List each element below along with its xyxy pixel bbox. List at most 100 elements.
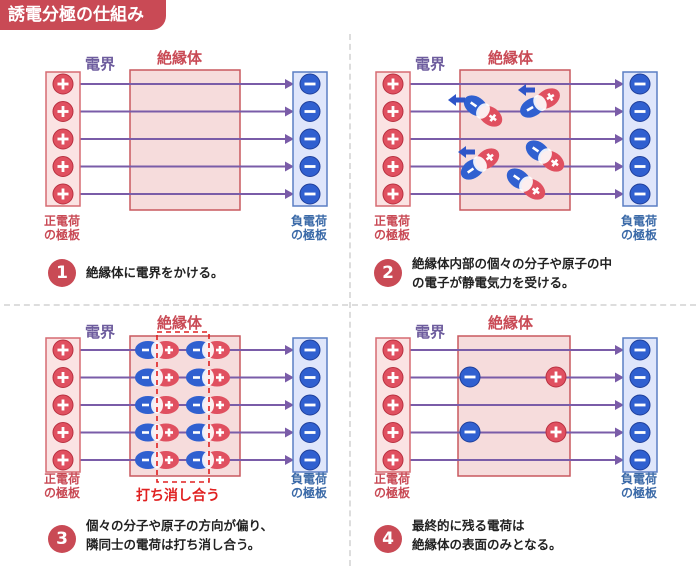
negative-plate-label-line-1: 負電荷: [620, 472, 657, 486]
minus-charge-icon: [629, 394, 651, 416]
dipole-molecule-icon: [135, 368, 179, 387]
negative-plate-label-line-1: 負電荷: [290, 472, 327, 486]
positive-plate-label-line-1: 正電荷: [43, 472, 80, 486]
plus-charge-icon: [382, 156, 404, 177]
force-arrow-icon: [458, 146, 475, 158]
dipole-molecule-icon: [186, 368, 230, 387]
field-line-arrow: [78, 161, 294, 172]
minus-charge-icon: [629, 128, 651, 150]
minus-charge-icon: [299, 183, 321, 205]
step-3-line-2: 隣同士の電荷は打ち消し合う。: [86, 537, 261, 552]
plus-charge-icon: [52, 101, 74, 122]
field-line-arrow: [408, 400, 624, 410]
field-lines: [78, 345, 294, 465]
insulator-label: 絶縁体: [157, 49, 203, 67]
field-line-arrow: [408, 134, 624, 144]
plus-charge-icon: [382, 367, 404, 388]
page-title: 誘電分極の仕組み: [0, 0, 166, 30]
field-line-arrow: [408, 161, 624, 172]
positive-plate-label: 正電荷 の極板: [370, 472, 414, 500]
step-caption-3: 個々の分子や原子の方向が偏り、 隣同士の電荷は打ち消し合う。: [86, 516, 273, 554]
minus-charge-icon: [629, 101, 651, 122]
minus-charge-icon: [299, 394, 321, 416]
negative-plate-label: 負電荷 の極板: [617, 472, 661, 500]
dipole-molecule-icon: [186, 396, 230, 414]
step-2-line-2: の電子が静電気力を受ける。: [412, 275, 575, 290]
positive-plate-label: 正電荷 の極板: [370, 214, 414, 242]
insulator-label: 絶縁体: [488, 314, 534, 332]
plus-charge-icon: [52, 449, 74, 471]
minus-charge-icon: [629, 183, 651, 205]
field-line-arrow: [78, 427, 294, 438]
negative-plate-label: 負電荷 の極板: [287, 214, 331, 242]
field-label: 電界: [415, 323, 446, 341]
minus-charge-icon: [459, 421, 481, 443]
panel-3-illustration: [45, 331, 328, 483]
cancel-label: 打ち消し合う: [136, 488, 220, 504]
positive-charges: [52, 339, 74, 471]
positive-charges: [382, 73, 404, 205]
field-line-arrow: [78, 345, 294, 355]
step-2-line-1: 絶縁体内部の個々の分子や原子の中: [412, 256, 613, 271]
plus-charge-icon: [382, 394, 404, 416]
positive-plate-label-line-2: の極板: [373, 228, 410, 242]
panel-4-illustration: [375, 335, 658, 477]
positive-plate-label-line-2: の極板: [43, 486, 80, 500]
field-line-arrow: [408, 345, 624, 355]
positive-charges: [52, 73, 74, 205]
plus-charge-icon: [52, 156, 74, 177]
field-line-arrow: [408, 372, 624, 383]
field-line-arrow: [408, 455, 624, 465]
field-line-arrow: [408, 79, 624, 89]
minus-charge-icon: [299, 128, 321, 150]
field-line-arrow: [78, 400, 294, 410]
negative-plate-label: 負電荷 の極板: [287, 472, 331, 500]
minus-charge-icon: [629, 156, 651, 177]
negative-charges: [629, 339, 651, 471]
field-label: 電界: [85, 323, 116, 341]
aligned-molecules: [135, 341, 230, 469]
minus-charge-icon: [299, 101, 321, 122]
dipole-molecule-icon: [186, 341, 230, 359]
plus-charge-icon: [52, 73, 74, 95]
field-line-arrow: [408, 106, 624, 117]
negative-charges: [299, 339, 321, 471]
panel-step-1: 電界 絶縁体 正電荷 の極板 負電荷 の極板 1 絶縁体に電界をかける。: [0, 34, 346, 304]
plus-charge-icon: [382, 128, 404, 150]
panel-step-2: 電界 絶縁体 正電荷 の極板 負電荷 の極板 2 絶縁体内部の個々の分子や原子の…: [350, 34, 696, 304]
plus-charge-icon: [382, 422, 404, 443]
divider-vertical: [349, 34, 351, 566]
plus-charge-icon: [52, 183, 74, 205]
field-line-arrow: [78, 189, 294, 199]
field-line-arrow: [78, 372, 294, 383]
field-line-arrow: [78, 106, 294, 117]
plus-charge-icon: [52, 422, 74, 443]
step-caption-1: 絶縁体に電界をかける。: [86, 263, 224, 282]
force-arrow-icon: [518, 84, 535, 96]
minus-charge-icon: [299, 339, 321, 361]
negative-plate-label-line-2: の極板: [620, 486, 657, 500]
dipole-molecule-icon: [506, 168, 546, 200]
minus-charge-icon: [459, 366, 481, 388]
step-number-3: 3: [48, 525, 76, 553]
minus-charge-icon: [629, 73, 651, 95]
negative-charges: [629, 73, 651, 205]
field-line-arrow: [408, 189, 624, 199]
positive-plate-label: 正電荷 の極板: [40, 472, 84, 500]
field-line-arrow: [78, 79, 294, 89]
field-line-arrow: [408, 427, 624, 438]
insulator-label: 絶縁体: [488, 49, 534, 67]
panel-step-3: 電界 絶縁体 正電荷 の極板 負電荷 の極板 打ち消し合う 3 個々の分子や原子…: [0, 306, 346, 576]
step-caption-2: 絶縁体内部の個々の分子や原子の中 の電子が静電気力を受ける。: [412, 254, 612, 292]
divider-horizontal: [4, 304, 696, 306]
step-4-line-1: 最終的に残る電荷は: [412, 518, 525, 533]
negative-plate-label-line-2: の極板: [290, 486, 327, 500]
plus-charge-icon: [545, 421, 567, 443]
dipole-molecule-icon: [186, 451, 230, 469]
dipole-molecule-icon: [460, 148, 500, 180]
dipole-molecule-icon: [135, 341, 179, 359]
insulator-label: 絶縁体: [157, 314, 203, 332]
plus-charge-icon: [382, 449, 404, 471]
plus-charge-icon: [382, 101, 404, 122]
